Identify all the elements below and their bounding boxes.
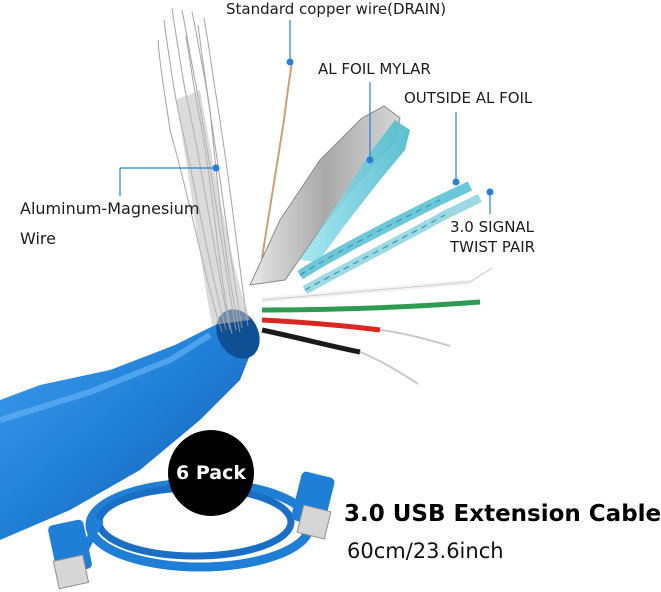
aluminum-label-line1: Aluminum-Magnesium (20, 199, 200, 218)
al-foil-mylar (249, 105, 401, 286)
black-wire (261, 327, 361, 355)
product-length: 60cm/23.6inch (347, 539, 504, 563)
cable-jacket-highlight (0, 332, 212, 423)
callout-lines (119, 20, 491, 214)
aluminum-label-line2: Wire (20, 229, 56, 248)
usb-connector-right (291, 471, 335, 540)
signal-label-line1: 3.0 SIGNAL (450, 218, 535, 236)
black-wire-conductor (359, 351, 419, 385)
cable-illustration (0, 7, 494, 590)
pack-count-badge: 6 Pack (168, 430, 254, 516)
green-wire (261, 299, 481, 313)
braid-mass (176, 90, 250, 325)
al-foil-mylar-label: AL FOIL MYLAR (318, 60, 431, 78)
outside-foil-teal (300, 120, 410, 262)
white-wire-strands (469, 267, 493, 283)
cable-jacket (0, 320, 252, 540)
product-title: 3.0 USB Extension Cable (344, 501, 661, 527)
signal-twist-pair-label: 3.0 SIGNAL TWIST PAIR (450, 217, 535, 257)
drain-wire-label: Standard copper wire(DRAIN) (226, 0, 447, 18)
twist-pair-b (302, 193, 482, 294)
callout-dots (212, 58, 494, 196)
red-wire (261, 317, 381, 333)
drain-wire (261, 61, 293, 259)
red-wire-conductor (379, 329, 451, 347)
aluminum-magnesium-label: Aluminum-Magnesium Wire (20, 194, 199, 254)
usb-connector-left (48, 519, 92, 590)
signal-label-line2: TWIST PAIR (450, 238, 536, 256)
outside-al-foil-label: OUTSIDE AL FOIL (404, 89, 533, 107)
